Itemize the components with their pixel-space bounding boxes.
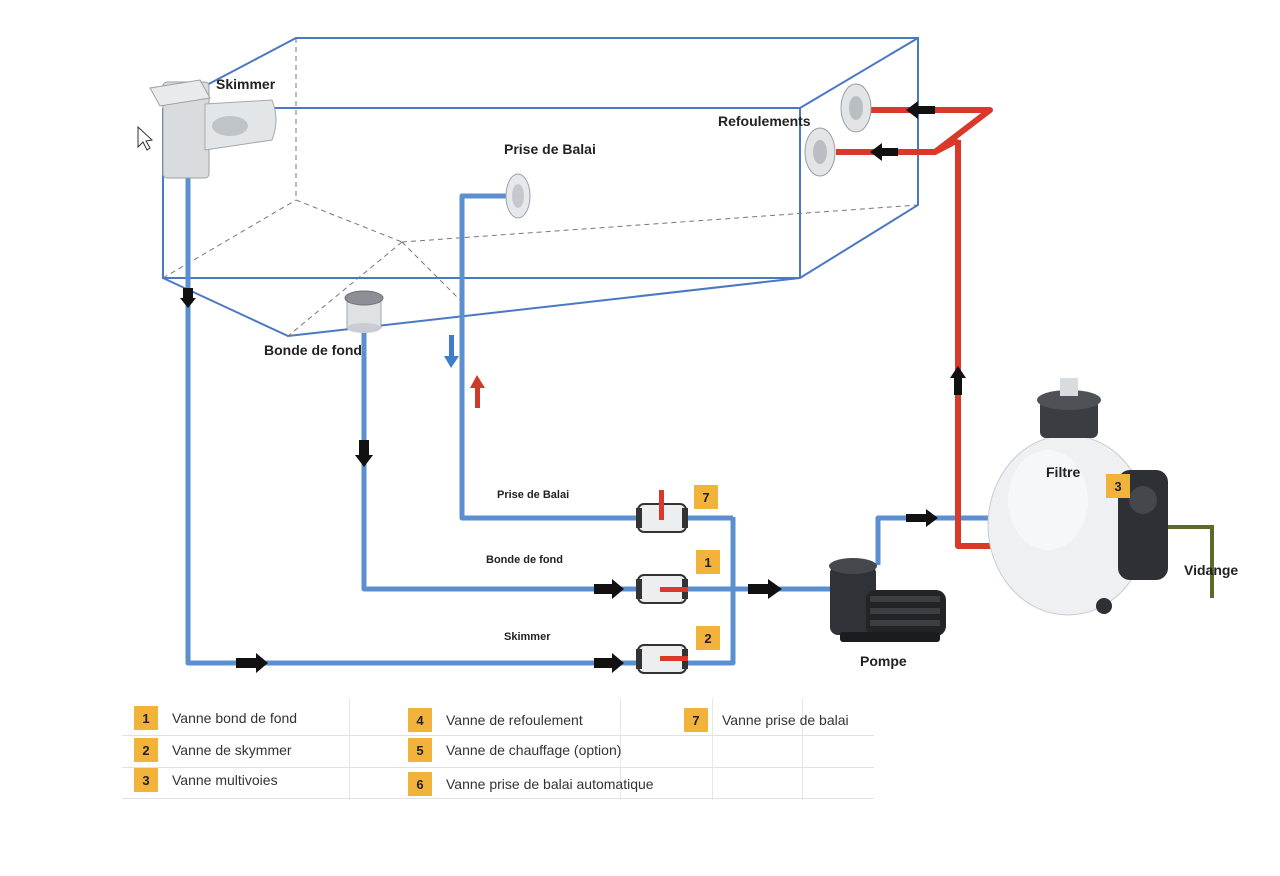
legend-text: Vanne de chauffage (option) — [446, 742, 622, 758]
multivoies-badge: 3 — [1106, 474, 1130, 498]
legend-number: 3 — [134, 768, 158, 792]
legend-item: 1 Vanne bond de fond — [134, 706, 297, 730]
prise-de-balai-label: Prise de Balai — [504, 141, 596, 157]
legend-number: 1 — [134, 706, 158, 730]
prise-de-balai-pipe — [459, 193, 733, 521]
legend-text: Vanne bond de fond — [172, 710, 298, 726]
valve-line-label: Bonde de fond — [486, 554, 563, 566]
vidange-pipe — [1168, 525, 1214, 598]
pool-hidden-edges — [162, 38, 919, 337]
refoulements-label: Refoulements — [718, 113, 811, 129]
legend-item: 6 Vanne prise de balai automatique — [408, 772, 654, 796]
nozzle-icon — [505, 173, 531, 219]
pump-icon — [829, 558, 946, 642]
cursor-icon — [137, 125, 154, 151]
legend-number: 5 — [408, 738, 432, 762]
pompe-label: Pompe — [860, 653, 907, 669]
drain-icon — [344, 290, 384, 333]
flow-arrow-icon — [180, 101, 966, 673]
valve-line-label: Skimmer — [504, 631, 551, 643]
skimmer-label: Skimmer — [216, 76, 276, 92]
filter-icon — [987, 378, 1168, 616]
legend-number: 2 — [134, 738, 158, 762]
legend-number: 6 — [408, 772, 432, 796]
valve-badge: 7 — [694, 485, 718, 509]
legend-text: Vanne de skymmer — [172, 742, 292, 758]
legend-text: Vanne prise de balai — [722, 712, 849, 728]
legend-text: Vanne multivoies — [172, 772, 278, 788]
legend-row — [122, 703, 874, 736]
bonde-de-fond-label: Bonde de fond — [264, 342, 362, 358]
valve-icon — [636, 490, 688, 674]
legend-item: 3 Vanne multivoies — [134, 768, 278, 792]
legend-row — [122, 766, 874, 799]
legend-row — [122, 735, 874, 768]
skimmer-icon — [149, 79, 277, 179]
legend-number: 7 — [684, 708, 708, 732]
legend-text: Vanne de refoulement — [446, 712, 583, 728]
legend-item: 5 Vanne de chauffage (option) — [408, 738, 621, 762]
filtre-label: Filtre — [1046, 464, 1081, 480]
vidange-label: Vidange — [1184, 562, 1239, 578]
pool-outline — [162, 37, 919, 338]
direction-arrows — [444, 335, 485, 408]
refoulement-nozzles — [804, 83, 872, 177]
legend-item: 2 Vanne de skymmer — [134, 738, 292, 762]
valve-badge: 2 — [696, 626, 720, 650]
bonde-de-fond-pipe — [361, 332, 733, 592]
legend-item: 4 Vanne de refoulement — [408, 708, 583, 732]
valve-line-label: Prise de Balai — [497, 489, 570, 501]
legend-table: 1 Vanne bond de fond 2 Vanne de skymmer … — [122, 698, 874, 800]
legend-item: 7 Vanne prise de balai — [684, 708, 849, 732]
legend-number: 4 — [408, 708, 432, 732]
legend-text: Vanne prise de balai automatique — [446, 776, 654, 792]
valve-badge: 1 — [696, 550, 720, 574]
